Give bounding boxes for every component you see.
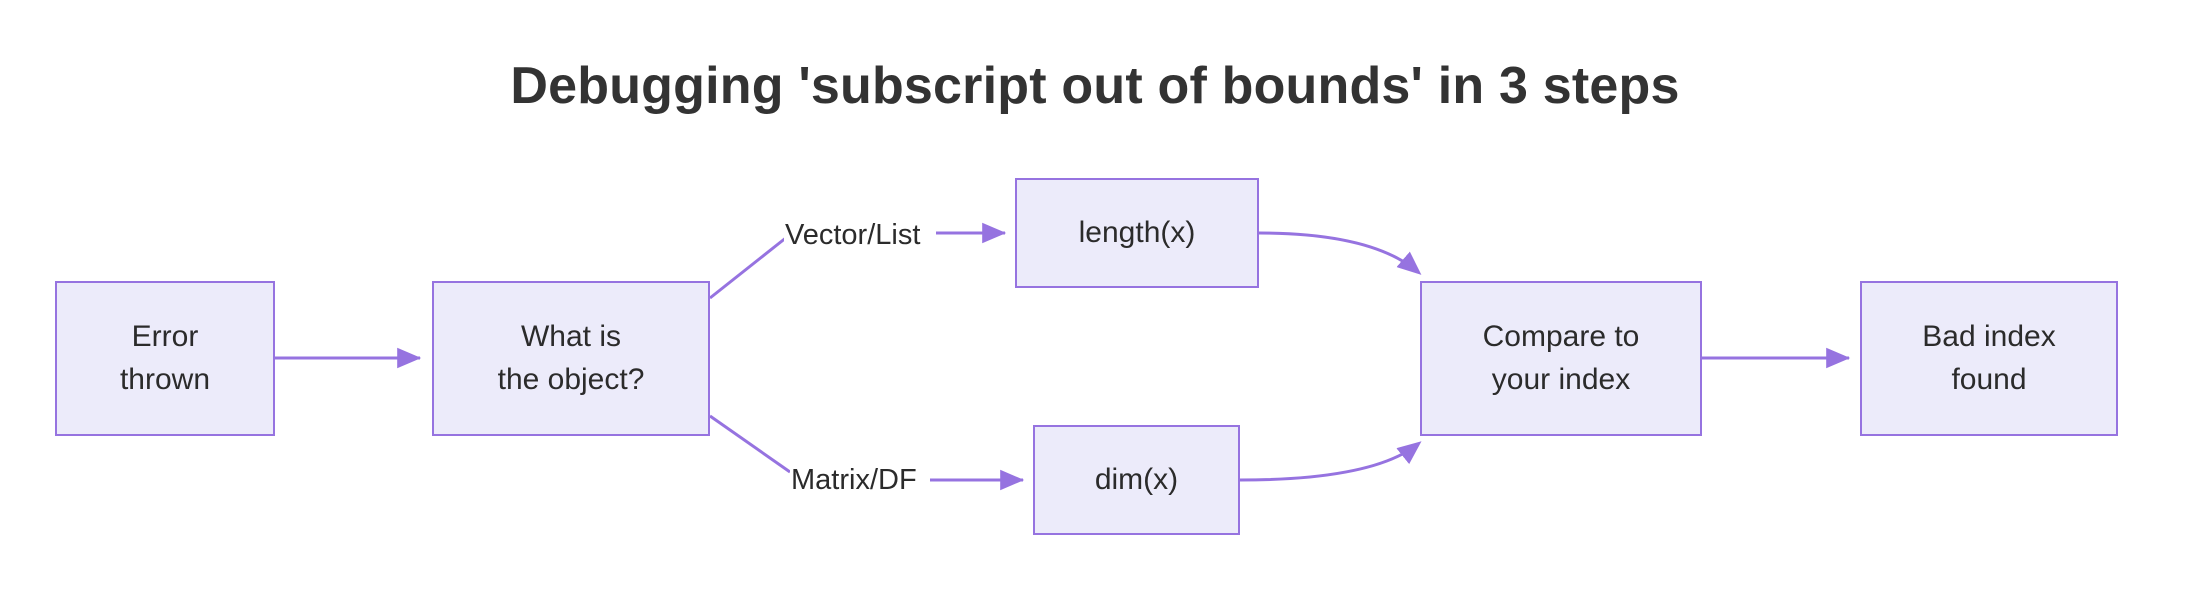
node-what-is-the-object[interactable]: What is the object?: [432, 281, 710, 436]
diagram-title: Debugging 'subscript out of bounds' in 3…: [510, 57, 1680, 115]
edge-length-to-compare: [1258, 231, 1422, 275]
edge-dim-to-compare: [1239, 441, 1422, 482]
node-label: Error thrown: [119, 319, 211, 396]
node-error-thrown[interactable]: Error thrown: [55, 281, 275, 436]
edge-label-vector-list: Vector/List: [784, 219, 922, 252]
node-label: Bad index found: [1922, 319, 2056, 396]
node-dim-x[interactable]: dim(x): [1033, 425, 1240, 535]
node-bad-index-found[interactable]: Bad index found: [1860, 281, 2118, 436]
node-label: length(x): [1078, 215, 1196, 249]
edge-what-to-dim-branch: [709, 414, 791, 474]
edge-what-to-length-branch: [709, 235, 788, 300]
node-length-x[interactable]: length(x): [1015, 178, 1259, 288]
node-compare-to-your-index[interactable]: Compare to your index: [1420, 281, 1702, 436]
edge-label-matrix-df: Matrix/DF: [790, 464, 918, 497]
node-label: What is the object?: [497, 319, 645, 396]
node-label: Compare to your index: [1482, 319, 1640, 396]
node-label: dim(x): [1094, 462, 1179, 496]
